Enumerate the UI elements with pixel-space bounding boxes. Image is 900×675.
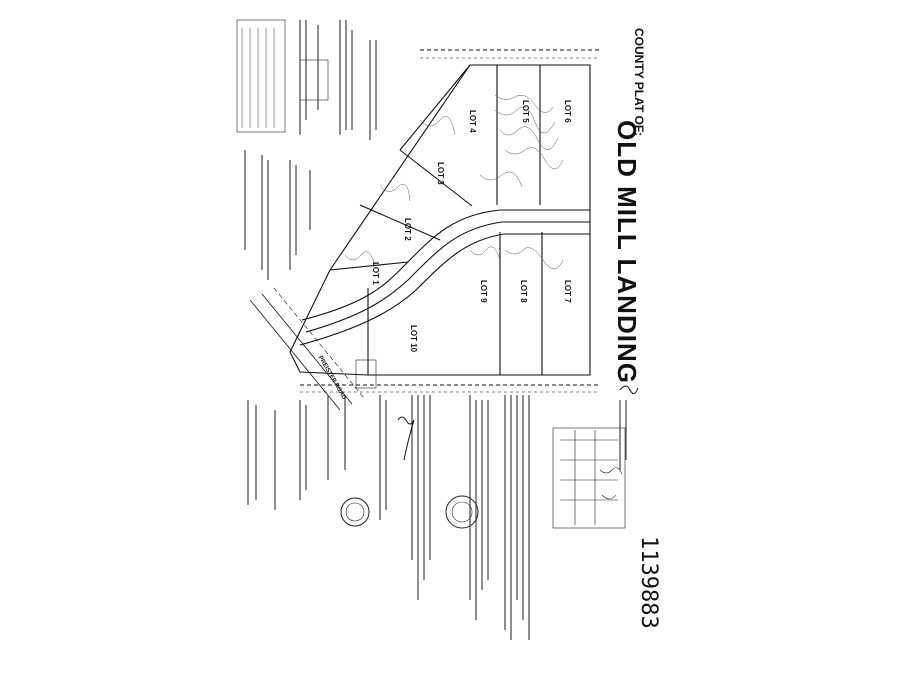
lot-label: LOT 2 [403,218,412,241]
lot-label: LOT 1 [371,262,380,285]
plat-name: OLD MILL LANDING [612,120,642,384]
lot-label: LOT 4 [468,110,477,133]
lot-label: LOT 3 [436,162,445,185]
lot-label: LOT 7 [563,280,572,303]
road-centerline [301,209,590,321]
document-number: 1139883 [636,536,661,629]
lot-label: LOT 9 [479,280,488,303]
lot-label: LOT 6 [563,100,572,123]
location-map [552,427,626,529]
subdivision-boundary [289,64,591,376]
lot-label: LOT 10 [409,325,418,353]
seal [340,495,479,529]
lot-label: LOT 8 [519,280,528,303]
lot-label: LOT 5 [521,100,530,123]
